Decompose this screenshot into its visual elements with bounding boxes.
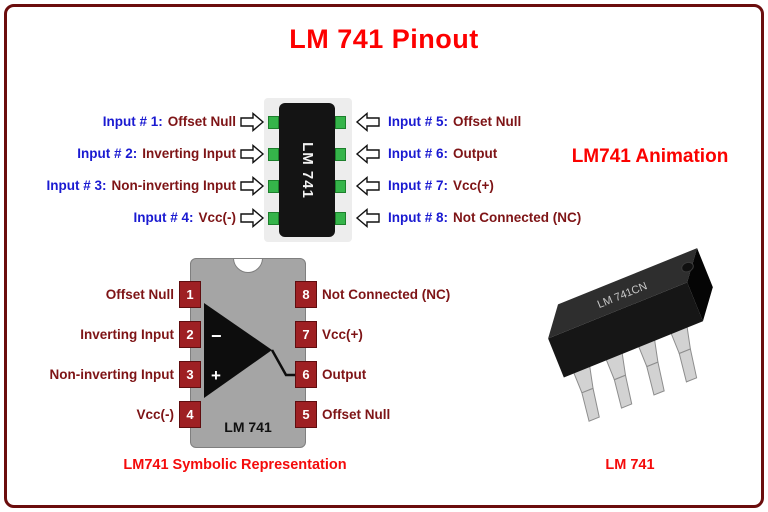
chip-pin-7 (335, 180, 346, 193)
pin-number: 3 (186, 367, 194, 382)
symbolic-label-5: Offset Null (322, 407, 391, 422)
arrow-left-icon (355, 112, 380, 132)
pin-function-label: Output (453, 146, 498, 161)
pin-box-4: 4 (179, 401, 201, 428)
pin-number: 1 (186, 287, 194, 302)
chip-front-face (548, 282, 703, 378)
opamp-triangle-icon (204, 303, 272, 398)
pin-box-7: 7 (295, 321, 317, 348)
pin-number: 4 (186, 407, 194, 422)
chip-notch-dimple (681, 261, 694, 273)
pin-number: 6 (302, 367, 310, 382)
chip-top-face (548, 248, 698, 339)
chip-pin-5 (335, 116, 346, 129)
symbolic-label-4: Vcc(-) (136, 407, 174, 422)
symbolic-label-2: Inverting Input (80, 327, 174, 342)
pin-function-label: Offset Null (167, 114, 236, 129)
pinout-row-right-8: Input # 8: Not Connected (NC) (388, 209, 638, 227)
pin-number-label: Input # 1: (102, 114, 163, 129)
pinout-row-left-2: Input # 2: Inverting Input (30, 145, 236, 163)
photo-caption: LM 741 (605, 457, 655, 473)
pin-number-label: Input # 2: (77, 146, 138, 161)
pin-function-label: Inverting Input (142, 146, 236, 161)
pin-number-label: Input # 6: (388, 146, 448, 161)
pin-box-1: 1 (179, 281, 201, 308)
pin-function-label: Vcc(+) (453, 178, 494, 193)
arrow-right-icon (240, 144, 265, 164)
chip-pin-1 (268, 116, 279, 129)
symbolic-label-7: Vcc(+) (322, 327, 363, 342)
arrow-right-icon (240, 112, 265, 132)
animation-label: LM741 Animation (571, 146, 729, 167)
pinout-row-right-5: Input # 5: Offset Null (388, 113, 638, 131)
symbolic-label-3: Non-inverting Input (49, 367, 174, 382)
dip-chip: LM 741 (279, 103, 335, 237)
symbolic-label-1: Offset Null (105, 287, 174, 302)
pin-number: 5 (302, 407, 310, 422)
opamp-minus-sign: − (211, 326, 222, 346)
pin-box-6: 6 (295, 361, 317, 388)
pin-number-label: Input # 4: (133, 210, 194, 225)
pin-box-5: 5 (295, 401, 317, 428)
symbolic-chip-label: LM 741 (224, 419, 272, 435)
chip-photo-illustration: LM 741CN (548, 248, 713, 422)
opamp-plus-sign: + (211, 366, 221, 385)
chip-pin-6 (335, 148, 346, 161)
page-title: LM 741 Pinout (289, 24, 479, 54)
pin-function-label: Non-inverting Input (111, 178, 236, 193)
chip-label: LM 741 (298, 141, 316, 199)
pin-number-label: Input # 5: (388, 114, 448, 129)
arrow-left-icon (355, 144, 380, 164)
symbolic-label-8: Not Connected (NC) (322, 287, 451, 302)
pinout-row-left-4: Input # 4: Vcc(-) (30, 209, 236, 227)
pin-function-label: Offset Null (453, 114, 522, 129)
pin-number: 2 (186, 327, 194, 342)
pin-function-label: Not Connected (NC) (453, 210, 582, 225)
arrow-left-icon (355, 208, 380, 228)
pin-number: 8 (302, 287, 310, 302)
pin-box-2: 2 (179, 321, 201, 348)
pinout-row-right-6: Input # 6: Output (388, 145, 638, 163)
arrow-right-icon (240, 176, 265, 196)
arrow-right-icon (240, 208, 265, 228)
pinout-row-right-7: Input # 7: Vcc(+) (388, 177, 638, 195)
symbolic-label-6: Output (322, 367, 367, 382)
symbolic-caption: LM741 Symbolic Representation (123, 457, 347, 473)
pin-box-3: 3 (179, 361, 201, 388)
chip-pin-2 (268, 148, 279, 161)
chip-pin-4 (268, 212, 279, 225)
pin-function-label: Vcc(-) (198, 210, 236, 225)
chip-pin-3 (268, 180, 279, 193)
pin-number-label: Input # 7: (388, 178, 448, 193)
pin-number-label: Input # 3: (46, 178, 107, 193)
pin-number: 7 (302, 327, 310, 342)
pinout-row-left-3: Input # 3: Non-inverting Input (30, 177, 236, 195)
chip-pin-8 (335, 212, 346, 225)
pin-number-label: Input # 8: (388, 210, 448, 225)
pinout-row-left-1: Input # 1: Offset Null (30, 113, 236, 131)
pin-box-8: 8 (295, 281, 317, 308)
arrow-left-icon (355, 176, 380, 196)
